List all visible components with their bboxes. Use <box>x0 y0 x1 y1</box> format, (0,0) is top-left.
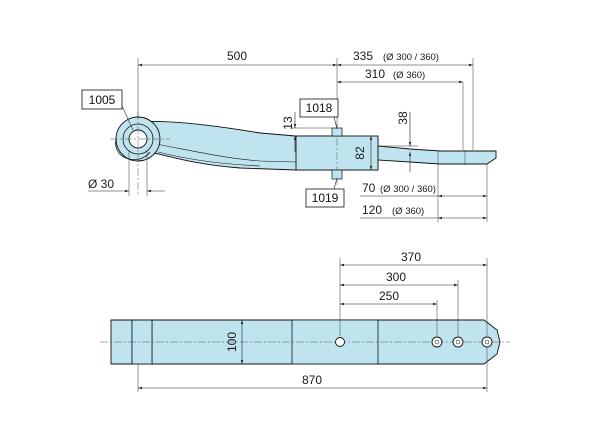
spring-tail <box>377 145 497 165</box>
eye-wrap <box>115 138 151 160</box>
mount-hole-370 <box>481 336 493 348</box>
dim-13: 13 <box>281 116 295 130</box>
dim-120-note: (Ø 360) <box>392 206 424 217</box>
center-bolt-hole <box>335 337 345 347</box>
label-box-1005 <box>81 89 123 110</box>
spring-leaf-line <box>149 142 297 163</box>
top-view: 370 300 250 100 870 <box>100 250 510 392</box>
label-box-1019 <box>305 188 345 208</box>
side-view: 500 335 (Ø 300 / 360) 310 (Ø 360) 13 38 … <box>81 49 497 222</box>
label-1005: 1005 <box>89 93 116 107</box>
dim-370: 370 <box>401 250 421 264</box>
dim-eye-diameter: Ø 30 <box>88 177 114 191</box>
dim-500: 500 <box>227 49 247 63</box>
dim-82: 82 <box>353 146 367 160</box>
dim-250: 250 <box>379 289 399 303</box>
center-bolt-bottom <box>331 169 343 180</box>
dim-310: 310 <box>365 67 385 81</box>
dim-335-note: (Ø 300 / 360) <box>383 52 439 63</box>
dim-300: 300 <box>386 270 406 284</box>
dim-100: 100 <box>225 332 239 352</box>
dim-870: 870 <box>302 373 322 387</box>
dim-120: 120 <box>362 203 382 217</box>
center-bolt-top <box>331 127 343 137</box>
spring-leaf-line-2 <box>157 151 261 167</box>
dim-38: 38 <box>396 111 410 125</box>
label-1018: 1018 <box>306 101 333 115</box>
dim-310-note: (Ø 360) <box>393 70 425 81</box>
mount-hole-300 <box>452 336 464 348</box>
dim-70-note: (Ø 300 / 360) <box>380 184 436 195</box>
mount-hole-250 <box>431 336 443 348</box>
label-1019: 1019 <box>312 191 339 205</box>
label-box-1018 <box>299 98 339 118</box>
dim-70: 70 <box>362 181 376 195</box>
dim-335: 335 <box>353 49 373 63</box>
